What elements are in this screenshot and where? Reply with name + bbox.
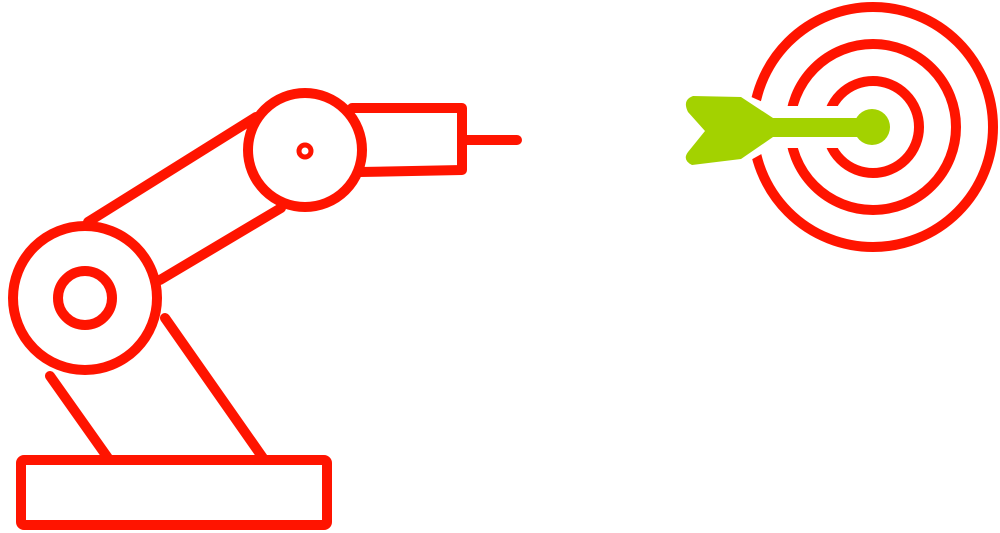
- robot-gripper: [347, 103, 467, 177]
- robot-leg-right: [160, 313, 268, 463]
- target-icon: [685, 2, 998, 252]
- robot-arm-lower-edge: [155, 203, 286, 285]
- robot-upper-joint: [243, 88, 367, 212]
- robot-lower-joint: [8, 221, 162, 375]
- robot-arm-icon: [8, 88, 522, 530]
- robot-base: [16, 455, 332, 530]
- robot-upper-joint-pin: [296, 142, 314, 160]
- dart-icon: [685, 96, 890, 165]
- robot-arm-upper-edge: [83, 112, 261, 227]
- robot-leg-left: [45, 371, 113, 463]
- robot-lower-joint-hub: [53, 266, 117, 330]
